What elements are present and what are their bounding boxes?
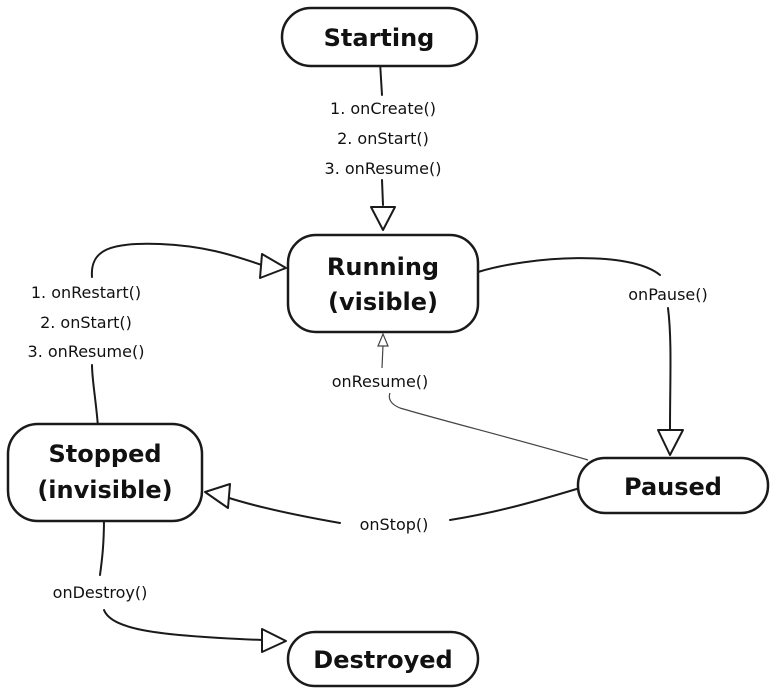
arrowhead-stopped-destroyed [261,628,287,653]
state-destroyed-label: Destroyed [313,646,452,674]
state-starting: Starting [280,6,479,68]
label-on-resume: onResume() [332,372,429,391]
transition-label: 2. onStart() [337,129,429,148]
transition-label: 2. onStart() [40,313,132,332]
transition-label: 1. onRestart() [31,283,141,302]
label-stopped-to-running: 1. onRestart() 2. onStart() 3. onResume(… [28,283,145,361]
transition-label: 3. onResume() [28,342,145,361]
state-stopped-label-1: Stopped [48,440,161,468]
arrowhead-starting-running [370,206,396,231]
label-on-destroy: onDestroy() [53,583,148,602]
state-starting-label: Starting [324,24,435,52]
arrowhead-paused-running [377,332,389,347]
label-start-to-running: 1. onCreate() 2. onStart() 3. onResume() [325,99,442,178]
state-paused-label: Paused [624,473,722,501]
state-paused: Paused [576,456,770,515]
transition-label: 1. onCreate() [330,99,436,118]
edge-paused-to-stopped [225,487,581,524]
edge-stopped-to-running [90,242,263,428]
state-stopped: Stopped (invisible) [6,422,204,523]
arrowhead-stopped-running [259,253,287,279]
state-running-label-2: (visible) [328,288,438,316]
label-on-stop: onStop() [360,515,429,534]
transition-label: 3. onResume() [325,159,442,178]
edge-starting-to-running [379,61,384,206]
label-on-pause: onPause() [628,285,707,304]
edge-running-to-paused [477,257,672,431]
arrowhead-paused-stopped [204,483,231,509]
state-stopped-label-2: (invisible) [37,476,172,504]
arrowhead-running-paused [657,429,684,456]
edge-paused-to-running [381,344,589,461]
state-running-label-1: Running [327,253,439,281]
state-destroyed: Destroyed [286,630,480,688]
state-running: Running (visible) [286,233,480,334]
edge-stopped-to-destroyed [99,517,263,641]
